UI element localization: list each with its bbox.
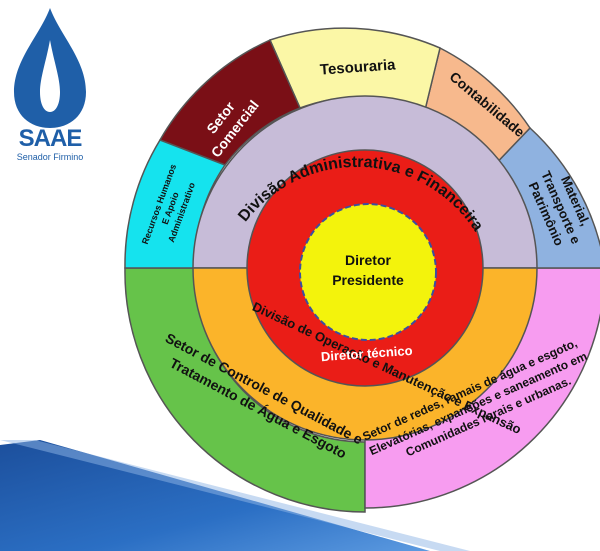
sector-qualidade bbox=[124, 267, 366, 513]
label-tesouraria: Tesouraria bbox=[319, 56, 396, 78]
label-center-1: Diretor bbox=[345, 252, 391, 268]
sector-comercial bbox=[158, 39, 302, 166]
logo-brand: SAAE bbox=[19, 125, 83, 152]
center-diretor-presidente bbox=[299, 203, 437, 341]
water-drop-icon bbox=[14, 8, 86, 128]
label-diretor-tecnico: Diretor técnico bbox=[320, 343, 413, 364]
label-center-2: Presidente bbox=[332, 272, 404, 288]
saae-logo: SAAE Senador Firmino bbox=[14, 8, 86, 162]
decorative-ribbon bbox=[0, 440, 470, 551]
logo-city: Senador Firmino bbox=[17, 152, 84, 162]
